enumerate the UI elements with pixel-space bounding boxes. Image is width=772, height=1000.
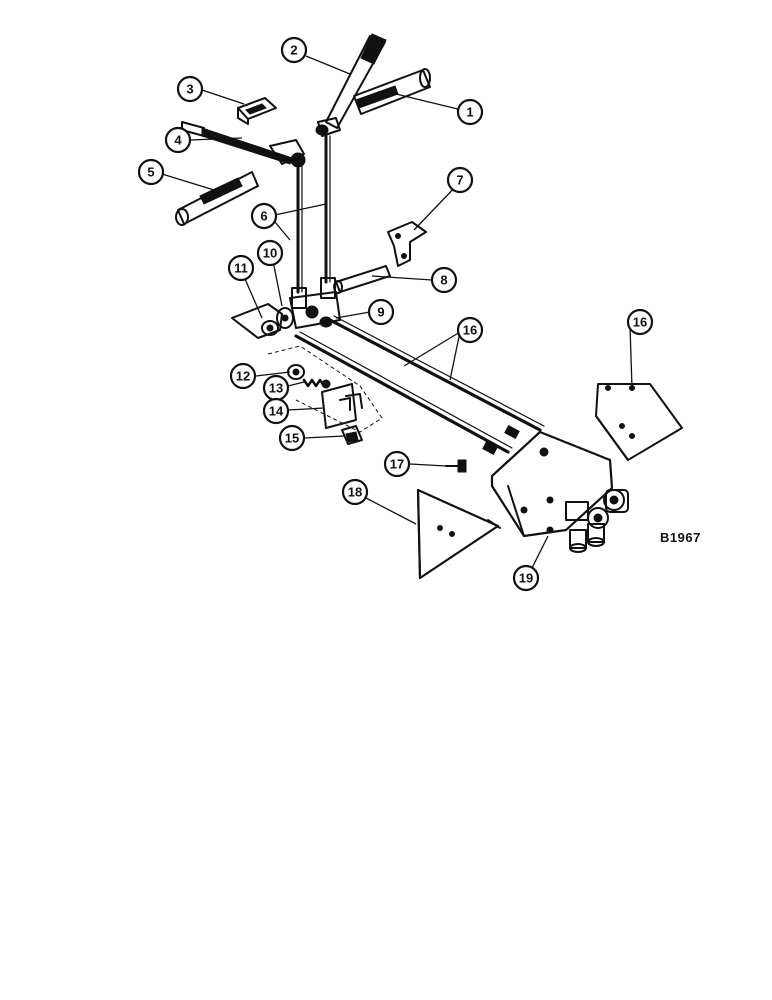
pin-part-1 [353, 68, 431, 115]
clip-part-3 [237, 97, 277, 125]
callout-6-label: 6 [260, 209, 267, 224]
callout-4-label: 4 [174, 133, 182, 148]
leader-lines [161, 55, 633, 577]
plate-part-14 [321, 383, 363, 429]
linkage-rods-part [294, 315, 545, 456]
callout-11: 11 [227, 254, 255, 282]
callout-2: 2 [280, 36, 308, 64]
callout-5: 5 [137, 158, 165, 186]
callout-17: 17 [383, 450, 411, 478]
bolt-part-17 [445, 459, 467, 473]
nut-part-12 [287, 364, 305, 380]
figure-reference-code: B1967 [660, 530, 701, 545]
valve-body-part [490, 430, 629, 553]
callout-2-label: 2 [290, 43, 297, 58]
callout-7: 7 [446, 166, 474, 194]
callout-8-label: 8 [440, 273, 447, 288]
callout-3-label: 3 [186, 82, 193, 97]
control-lever-handle-part [315, 33, 387, 137]
pin-part-8 [333, 265, 391, 294]
callout-19-label: 19 [519, 571, 533, 586]
knob-lever-part [181, 121, 306, 168]
callout-12-label: 12 [236, 369, 250, 384]
callout-1: 1 [456, 98, 484, 126]
triangular-plate-part [416, 488, 501, 580]
callout-19: 19 [512, 564, 540, 592]
mounting-plate-part [595, 383, 683, 461]
callout-10-label: 10 [263, 246, 277, 261]
callout-15: 15 [278, 424, 306, 452]
callout-16-right-label: 16 [633, 315, 647, 330]
callout-17-label: 17 [390, 457, 404, 472]
callout-8: 8 [430, 266, 458, 294]
callout-6: 6 [250, 202, 278, 230]
callout-9: 9 [367, 298, 395, 326]
callout-14-label: 14 [269, 404, 284, 419]
callout-4: 4 [164, 126, 192, 154]
callout-10: 10 [256, 239, 284, 267]
callout-18-label: 18 [348, 485, 362, 500]
callout-16-right: 16 [626, 308, 654, 336]
callout-1-label: 1 [466, 105, 473, 120]
callout-13-label: 13 [269, 381, 283, 396]
callout-18: 18 [341, 478, 369, 506]
callout-3: 3 [176, 75, 204, 103]
callout-9-label: 9 [377, 305, 384, 320]
pin-part-5 [175, 171, 259, 226]
detent-part-15 [341, 425, 363, 445]
callout-12: 12 [229, 362, 257, 390]
bracket-part-7 [387, 221, 427, 267]
callout-13: 13 [262, 374, 290, 402]
callout-16-left: 16 [456, 316, 484, 344]
callout-7-label: 7 [456, 173, 463, 188]
callout-5-label: 5 [147, 165, 154, 180]
callout-16-left-label: 16 [463, 323, 477, 338]
callout-14: 14 [262, 397, 290, 425]
pivot-assembly-part [231, 291, 341, 339]
callout-11-label: 11 [234, 261, 248, 276]
spring-part-13 [302, 378, 331, 389]
callout-15-label: 15 [285, 431, 299, 446]
